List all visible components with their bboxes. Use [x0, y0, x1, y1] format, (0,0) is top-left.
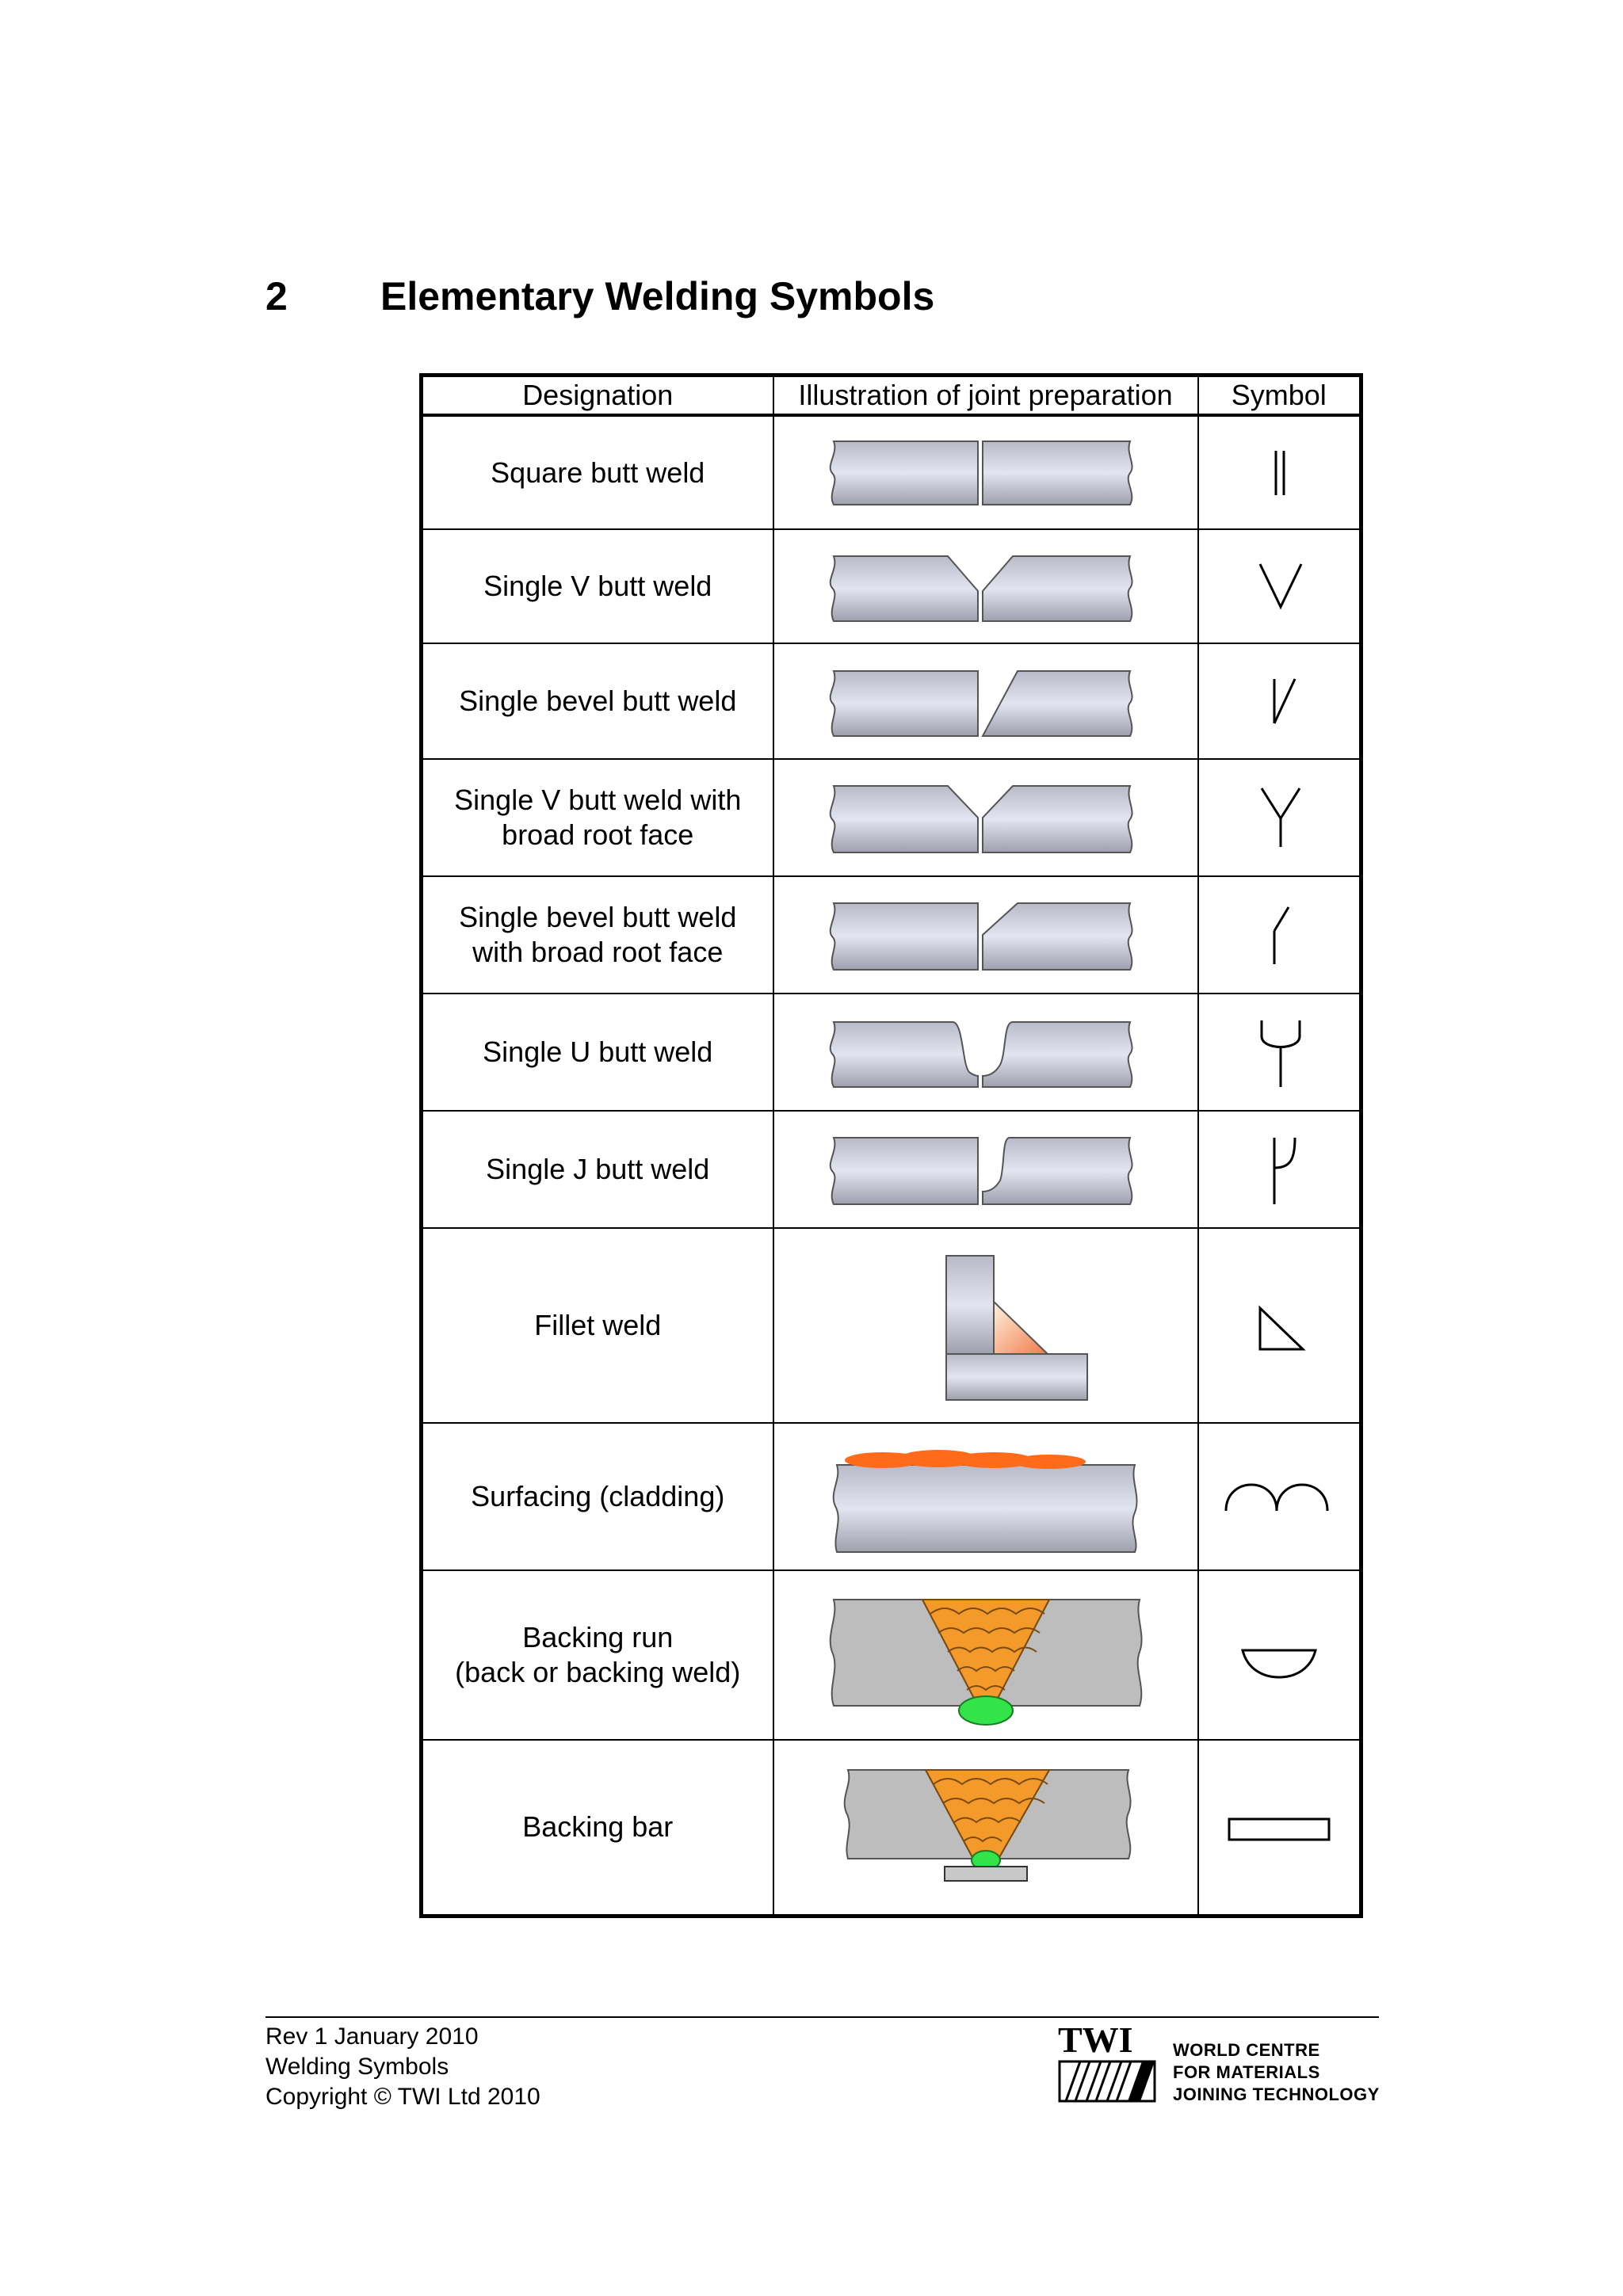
- table-row: Single bevel butt weld: [420, 643, 1362, 760]
- twi-logo: TWI WORLD CENTRE FOR MATERIALS JOINING T…: [1058, 2022, 1383, 2109]
- footer-document-title: Welding Symbols: [265, 2054, 449, 2080]
- table-row: Single bevel butt weld with broad root f…: [420, 875, 1362, 994]
- table-row: Single V butt weld: [420, 528, 1362, 644]
- tagline-line-3: JOINING TECHNOLOGY: [1173, 2084, 1380, 2104]
- designation-cell: Backing run (back or backing weld): [420, 1569, 774, 1741]
- table-row: Surfacing (cladding): [420, 1422, 1362, 1571]
- header-designation: Designation: [420, 374, 774, 417]
- table-header-row: Designation Illustration of joint prepar…: [420, 374, 1362, 417]
- designation-cell: Backing bar: [420, 1739, 774, 1917]
- single-v-broad-root-symbol-icon: [1197, 758, 1362, 877]
- designation-cell: Fillet weld: [420, 1227, 774, 1424]
- table-row: Square butt weld: [420, 414, 1362, 530]
- designation-cell: Single V butt weld: [420, 528, 774, 644]
- twi-logo-mark-icon: TWI: [1058, 2022, 1156, 2103]
- single-bevel-symbol-icon: [1197, 643, 1362, 760]
- fillet-symbol-icon: [1197, 1227, 1362, 1424]
- table-row: Fillet weld: [420, 1227, 1362, 1424]
- surfacing-symbol-icon: [1197, 1422, 1362, 1571]
- tagline-line-2: FOR MATERIALS: [1173, 2062, 1320, 2082]
- single-v-illustration: [772, 528, 1199, 644]
- single-bevel-broad-root-symbol-icon: [1197, 875, 1362, 994]
- svg-text:TWI: TWI: [1058, 2022, 1133, 2060]
- single-v-broad-root-illustration: [772, 758, 1199, 877]
- table-row: Single J butt weld: [420, 1110, 1362, 1229]
- table-row: Backing bar: [420, 1739, 1362, 1917]
- designation-cell: Square butt weld: [420, 414, 774, 530]
- table-row: Backing run (back or backing weld): [420, 1569, 1362, 1741]
- designation-cell: Single J butt weld: [420, 1110, 774, 1229]
- backing-run-illustration: [772, 1569, 1199, 1741]
- table-row: Single U butt weld: [420, 993, 1362, 1112]
- footer-divider: [265, 2016, 1379, 2018]
- surfacing-illustration: [772, 1422, 1199, 1571]
- single-bevel-broad-root-illustration: [772, 875, 1199, 994]
- backing-bar-illustration: [772, 1739, 1199, 1917]
- backing-bar-symbol-icon: [1197, 1739, 1362, 1917]
- twi-tagline: WORLD CENTRE FOR MATERIALS JOINING TECHN…: [1173, 2039, 1380, 2106]
- fillet-illustration: [772, 1227, 1199, 1424]
- footer-info: Rev 1 January 2010 Welding Symbols Copyr…: [265, 2022, 540, 2112]
- section-title: Elementary Welding Symbols: [380, 274, 935, 318]
- header-illustration: Illustration of joint preparation: [772, 374, 1199, 417]
- single-u-symbol-icon: [1197, 993, 1362, 1112]
- footer-copyright: Copyright © TWI Ltd 2010: [265, 2084, 540, 2110]
- square-butt-symbol-icon: [1197, 414, 1362, 530]
- designation-cell: Single V butt weld with broad root face: [420, 758, 774, 877]
- designation-cell: Single U butt weld: [420, 993, 774, 1112]
- header-symbol: Symbol: [1197, 374, 1362, 417]
- section-number: 2: [265, 274, 288, 318]
- single-v-symbol-icon: [1197, 528, 1362, 644]
- designation-cell: Single bevel butt weld: [420, 643, 774, 760]
- footer-revision: Rev 1 January 2010: [265, 2023, 479, 2050]
- tagline-line-1: WORLD CENTRE: [1173, 2040, 1320, 2060]
- table-row: Single V butt weld with broad root face: [420, 758, 1362, 877]
- single-bevel-illustration: [772, 643, 1199, 760]
- single-j-illustration: [772, 1110, 1199, 1229]
- designation-cell: Surfacing (cladding): [420, 1422, 774, 1571]
- single-j-symbol-icon: [1197, 1110, 1362, 1229]
- backing-run-symbol-icon: [1197, 1569, 1362, 1741]
- welding-symbols-table: Designation Illustration of joint prepar…: [419, 373, 1363, 1918]
- square-butt-illustration: [772, 414, 1199, 530]
- single-u-illustration: [772, 993, 1199, 1112]
- designation-cell: Single bevel butt weld with broad root f…: [420, 875, 774, 994]
